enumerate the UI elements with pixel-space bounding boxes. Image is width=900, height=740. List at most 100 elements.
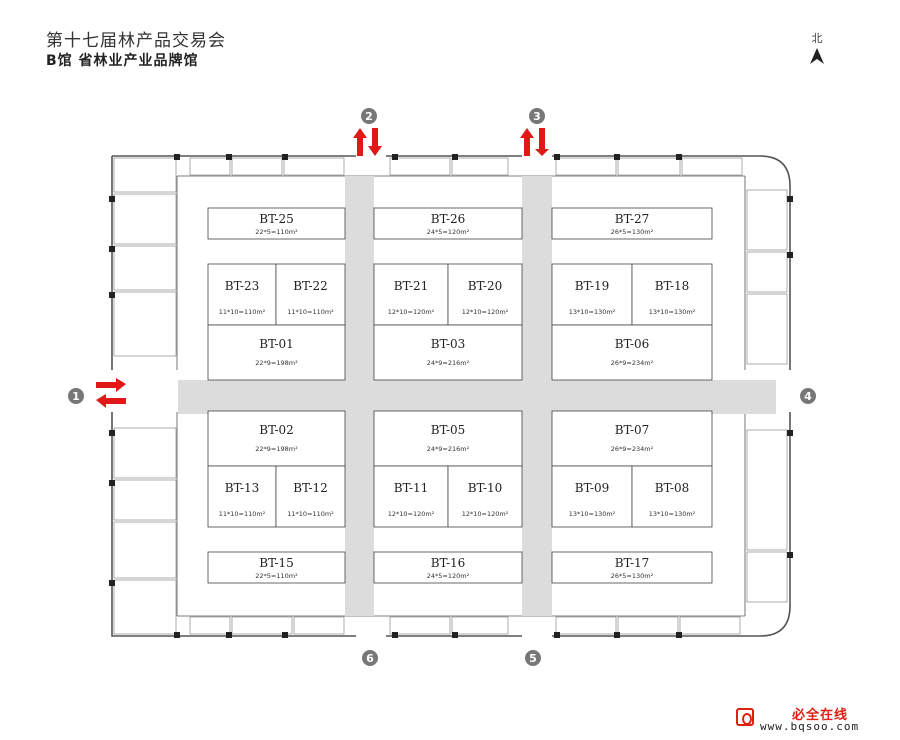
gate-circle	[362, 650, 378, 666]
north-arrow-icon	[810, 48, 824, 64]
booth-outline	[207, 324, 346, 381]
booth-id-label: BT-22	[293, 279, 328, 293]
gate-3-arrow-out-icon	[520, 128, 534, 156]
booth-outline	[373, 410, 523, 467]
booth-outline	[631, 465, 713, 528]
gate-circle	[68, 388, 84, 404]
booth-size-label: 12*10=120m²	[388, 308, 435, 316]
booth-size-label: 13*10=130m²	[569, 308, 616, 316]
booth-size-label: 12*10=120m²	[462, 510, 509, 518]
booth-outline	[447, 465, 523, 528]
booth-id-label: BT-18	[655, 279, 690, 293]
booth-size-label: 11*10=110m²	[287, 510, 334, 518]
booth-size-label: 13*10=130m²	[569, 510, 616, 518]
booth-bt-01[interactable]: BT-01 22*9=198m²	[207, 324, 346, 381]
gate-1-badge: 1	[68, 388, 84, 404]
booth-outline	[275, 465, 346, 528]
booth-id-label: BT-11	[394, 481, 429, 495]
booth-size-label: 11*10=110m²	[287, 308, 334, 316]
gate-circle	[529, 108, 545, 124]
booth-bt-02[interactable]: BT-02 22*9=198m²	[207, 410, 346, 467]
booth-id-label: BT-21	[394, 279, 429, 293]
booth-id-label: BT-12	[293, 481, 328, 495]
gate-layer: 1 2 3 4 5 6	[68, 108, 816, 666]
north-label: 北	[811, 32, 823, 45]
booth-bt-22[interactable]: BT-22 11*10=110m²	[275, 263, 346, 326]
booth-outline	[551, 207, 713, 240]
booth-bt-12[interactable]: BT-12 11*10=110m²	[275, 465, 346, 528]
booth-size-label: 24*9=216m²	[427, 445, 470, 453]
booth-id-label: BT-16	[431, 556, 466, 570]
north-compass: 北	[806, 30, 828, 64]
gate-3-arrow-in-icon	[535, 128, 549, 156]
booth-size-label: 22*9=198m²	[255, 359, 298, 367]
booth-bt-21[interactable]: BT-21 12*10=120m²	[373, 263, 449, 326]
booth-outline	[551, 410, 713, 467]
booth-id-label: BT-10	[468, 481, 503, 495]
booth-id-label: BT-15	[259, 556, 294, 570]
booth-outline	[551, 551, 713, 584]
booth-outline	[207, 207, 346, 240]
aisles	[178, 176, 776, 616]
booth-bt-17[interactable]: BT-17 26*5=130m²	[551, 551, 713, 584]
booth-size-label: 12*10=120m²	[388, 510, 435, 518]
booth-id-label: BT-19	[575, 279, 610, 293]
booth-id-label: BT-23	[225, 279, 260, 293]
booth-bt-09[interactable]: BT-09 13*10=130m²	[551, 465, 633, 528]
booth-bt-07[interactable]: BT-07 26*9=234m²	[551, 410, 713, 467]
booth-id-label: BT-02	[259, 423, 294, 437]
gate-2-arrow-in-icon	[368, 128, 382, 156]
brand-logo-icon	[736, 708, 754, 726]
booth-id-label: BT-08	[655, 481, 690, 495]
booth-id-label: BT-13	[225, 481, 260, 495]
gate-2-badge: 2	[361, 108, 377, 124]
booth-id-label: BT-27	[615, 212, 650, 226]
gate-2-arrow-out-icon	[353, 128, 367, 156]
booth-id-label: BT-01	[259, 337, 294, 351]
booth-size-label: 26*5=130m²	[611, 572, 654, 580]
booth-size-label: 12*10=120m²	[462, 308, 509, 316]
booth-outline	[373, 263, 449, 326]
booth-outline	[551, 263, 633, 326]
booth-outline	[275, 263, 346, 326]
booth-id-label: BT-07	[615, 423, 650, 437]
booth-bt-20[interactable]: BT-20 12*10=120m²	[447, 263, 523, 326]
gate-number: 5	[529, 652, 537, 665]
booth-id-label: BT-09	[575, 481, 610, 495]
booth-size-label: 24*5=120m²	[427, 572, 470, 580]
hall-title: 第十七届林产品交易会	[46, 31, 226, 51]
service-rooms	[113, 157, 788, 635]
gate-4-badge: 4	[800, 388, 816, 404]
booth-id-label: BT-26	[431, 212, 466, 226]
booth-size-label: 24*9=216m²	[427, 359, 470, 367]
booth-size-label: 26*9=234m²	[611, 445, 654, 453]
booth-bt-11[interactable]: BT-11 12*10=120m²	[373, 465, 449, 528]
gate-5-badge: 5	[525, 650, 541, 666]
booth-outline	[373, 465, 449, 528]
booth-id-label: BT-25	[259, 212, 294, 226]
booth-size-label: 22*9=198m²	[255, 445, 298, 453]
booth-bt-10[interactable]: BT-10 12*10=120m²	[447, 465, 523, 528]
booth-bt-16[interactable]: BT-16 24*5=120m²	[373, 551, 523, 584]
booth-layer: BT-2522*5=110m²BT-2624*5=120m²BT-2726*5=…	[207, 207, 713, 584]
booth-size-label: 11*10=110m²	[219, 308, 266, 316]
booth-id-label: BT-06	[615, 337, 650, 351]
booth-bt-23[interactable]: BT-23 11*10=110m²	[207, 263, 277, 326]
booth-bt-13[interactable]: BT-13 11*10=110m²	[207, 465, 277, 528]
booth-bt-19[interactable]: BT-19 13*10=130m²	[551, 263, 633, 326]
booth-size-label: 11*10=110m²	[219, 510, 266, 518]
booth-id-label: BT-20	[468, 279, 503, 293]
hall-subtitle: B馆 省林业产业品牌馆	[46, 53, 199, 69]
booth-id-label: BT-17	[615, 556, 650, 570]
gate-6-badge: 6	[362, 650, 378, 666]
gate-number: 3	[533, 110, 541, 123]
